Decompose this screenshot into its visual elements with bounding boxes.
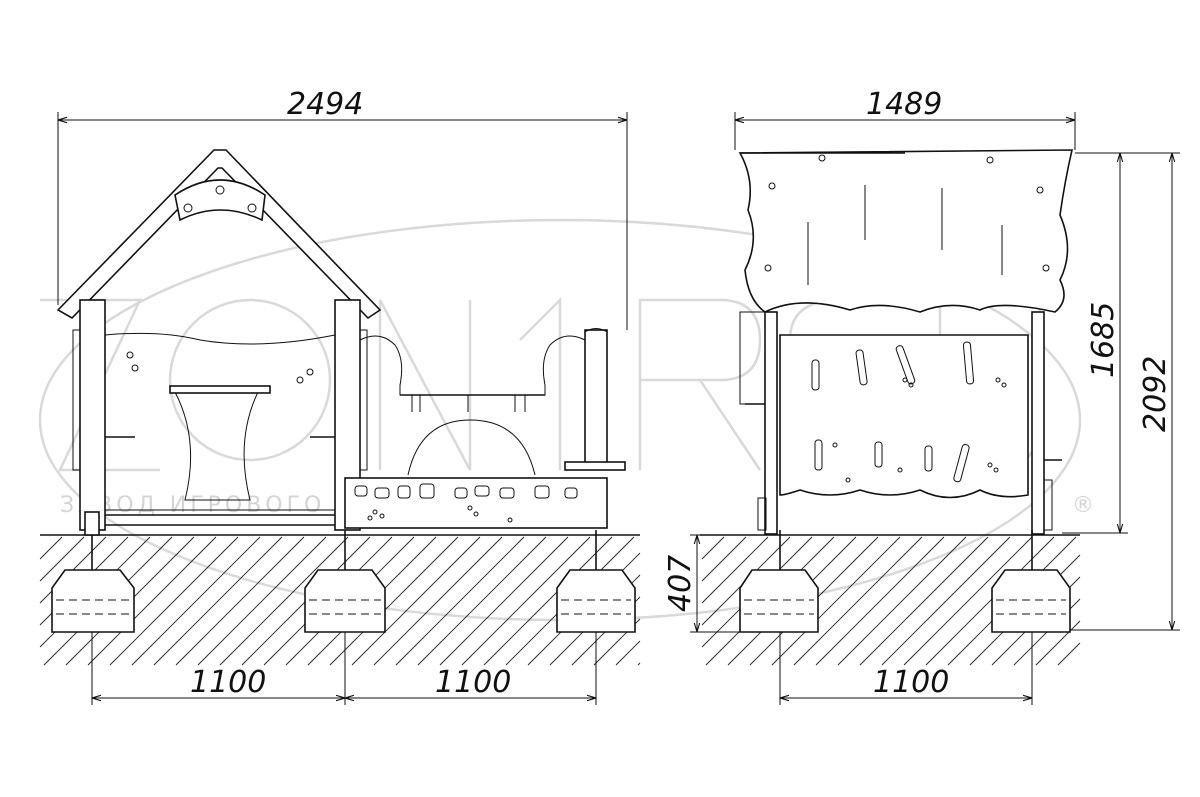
hatch-line <box>153 536 283 666</box>
dim-depth: 407 <box>663 555 698 612</box>
hatch-line <box>1035 620 1081 666</box>
side-view <box>700 149 1080 633</box>
hatch-line <box>483 536 613 666</box>
watermark-registered-mark: ® <box>1072 493 1098 518</box>
dim-front-total: 2494 <box>287 87 363 122</box>
hatch-line <box>701 536 747 582</box>
dim-front-span-right: 1100 <box>435 665 511 700</box>
hatch-line <box>197 536 327 666</box>
dim-front-span-left: 1100 <box>190 665 266 700</box>
hatch-line <box>859 536 989 666</box>
hatch-line <box>395 536 525 666</box>
hatch-line <box>109 536 239 666</box>
house-walls <box>72 299 368 531</box>
hatch-line <box>39 536 85 582</box>
hatch-line <box>815 536 945 666</box>
hatch-line <box>637 662 641 666</box>
front-view <box>40 149 640 633</box>
hatch-line <box>39 536 63 560</box>
hatch-line <box>701 536 725 560</box>
hatch-line <box>615 640 641 666</box>
hatch-line <box>1057 642 1081 666</box>
dimension-lines <box>57 112 1180 705</box>
rear-panel <box>359 335 586 476</box>
dim-side-height-total: 2092 <box>1138 356 1173 432</box>
dim-side-total: 1489 <box>866 87 942 122</box>
hatch-line <box>793 536 923 666</box>
hatch-line <box>461 536 591 666</box>
hatch-line <box>87 536 217 666</box>
house-roof <box>56 149 382 320</box>
hatch-line <box>329 536 459 666</box>
post <box>564 328 626 471</box>
hatch-line <box>439 536 569 666</box>
hatch-line <box>881 536 1011 666</box>
hatch-line <box>701 536 769 604</box>
sandbox-panel <box>344 477 608 529</box>
hatch-line <box>131 536 261 666</box>
foundations-front <box>51 511 636 633</box>
dim-side-height-panel: 1685 <box>1086 302 1121 378</box>
hatch-line <box>771 536 901 666</box>
hatch-line <box>219 536 349 666</box>
hatch-line <box>417 536 547 666</box>
dim-side-span: 1100 <box>873 665 949 700</box>
hatch-line <box>837 536 967 666</box>
side-roof <box>738 149 1074 313</box>
hatch-line <box>373 536 503 666</box>
dimension-labels: 2494 1100 1100 1489 1100 1685 2092 407 <box>190 87 1173 700</box>
hatch-line <box>903 536 1033 666</box>
hatch-line <box>351 536 481 666</box>
foundations-side <box>739 530 1071 633</box>
hatch-line <box>175 536 305 666</box>
side-frame <box>739 311 1062 535</box>
